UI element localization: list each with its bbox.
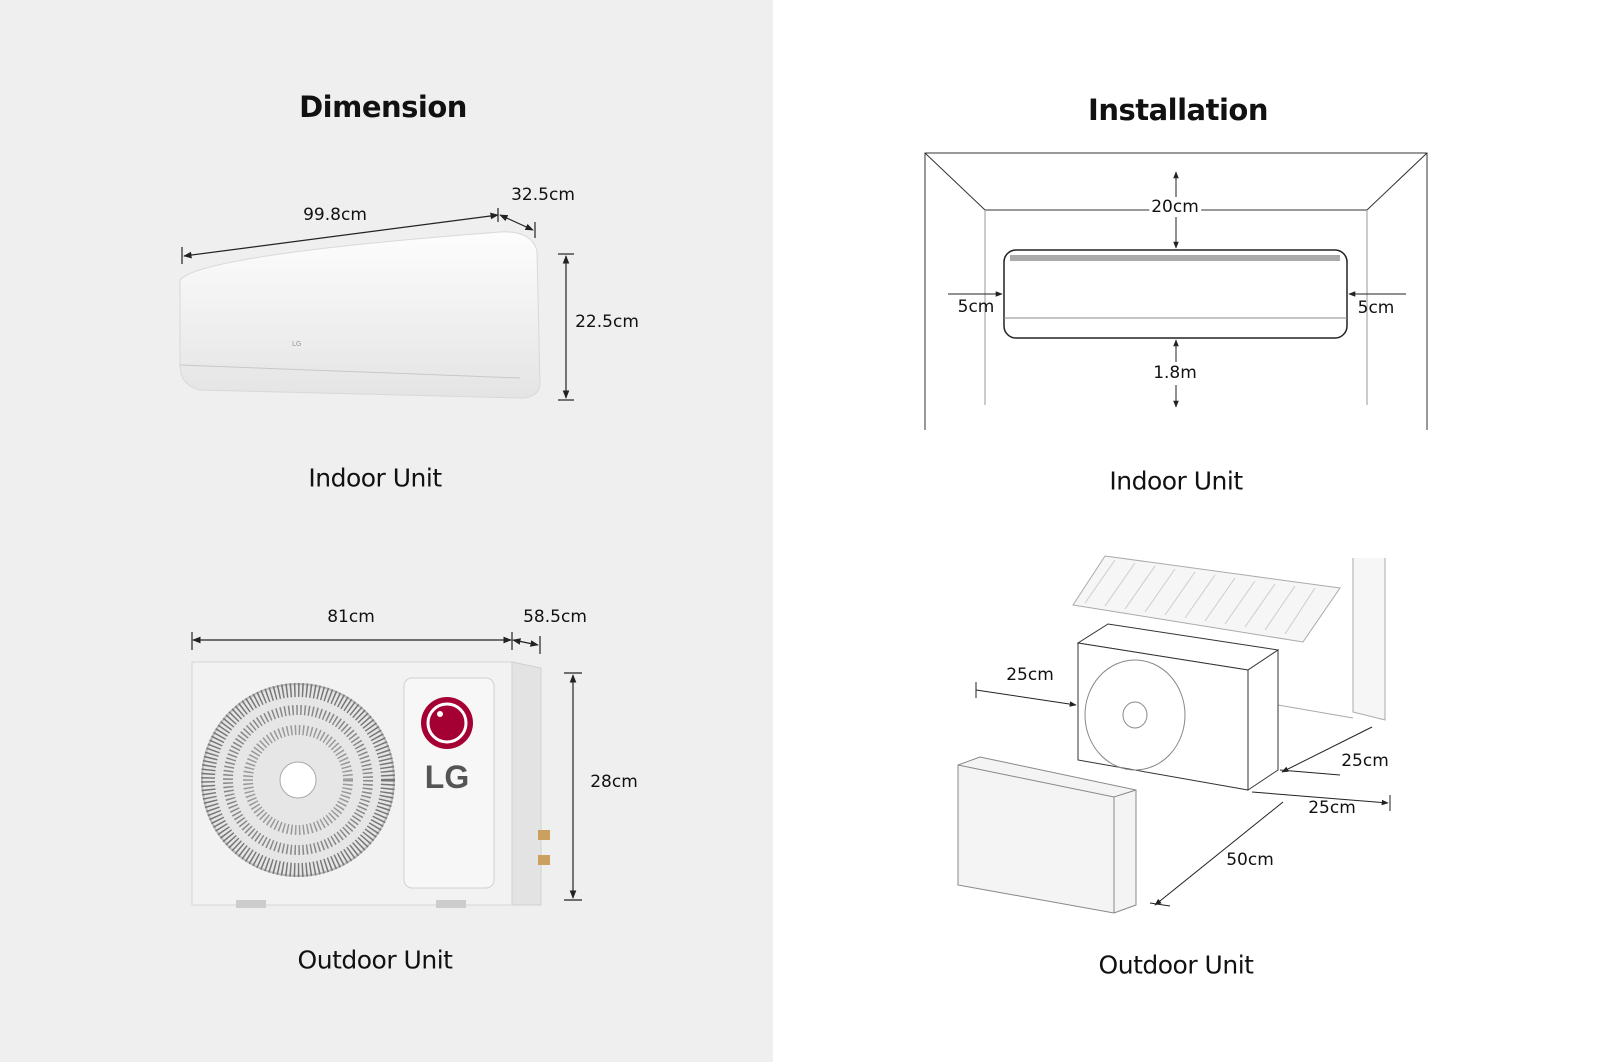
top-clearance-label: 20cm bbox=[1149, 197, 1201, 217]
outdoor-unit-illustration: LG bbox=[191, 661, 550, 908]
outdoor-side-clearance-label: 25cm bbox=[1006, 665, 1054, 685]
installation-indoor-caption: Indoor Unit bbox=[1109, 466, 1243, 496]
installation-outdoor-diagram bbox=[957, 555, 1391, 914]
lg-logo: LG bbox=[421, 697, 473, 795]
installation-indoor-diagram bbox=[924, 152, 1428, 430]
outdoor-width-label: 81cm bbox=[327, 607, 375, 627]
indoor-depth-label: 32.5cm bbox=[511, 185, 575, 205]
dimension-indoor-caption: Indoor Unit bbox=[308, 463, 442, 493]
outdoor-dimension-lines bbox=[191, 632, 582, 901]
floor-height-label: 1.8m bbox=[1153, 363, 1197, 383]
dimension-title: Dimension bbox=[299, 90, 467, 124]
installation-title: Installation bbox=[1088, 93, 1268, 127]
outdoor-back-clearance-label: 25cm bbox=[1341, 751, 1389, 771]
left-clearance-label: 5cm bbox=[957, 297, 995, 317]
indoor-unit-illustration: LG bbox=[179, 231, 541, 399]
right-clearance-label: 5cm bbox=[1357, 298, 1395, 318]
indoor-width-label: 99.8cm bbox=[303, 205, 367, 225]
indoor-dimension-lines bbox=[181, 208, 574, 401]
installation-outdoor-caption: Outdoor Unit bbox=[1098, 950, 1254, 980]
dimension-outdoor-caption: Outdoor Unit bbox=[297, 945, 453, 975]
outdoor-depth-label: 58.5cm bbox=[523, 607, 587, 627]
outdoor-right-clearance-label: 25cm bbox=[1308, 798, 1356, 818]
outdoor-height-label: 28cm bbox=[590, 772, 638, 792]
outdoor-front-clearance-label: 50cm bbox=[1226, 850, 1274, 870]
svg-text:LG: LG bbox=[425, 759, 469, 795]
svg-text:LG: LG bbox=[292, 340, 301, 348]
indoor-height-label: 22.5cm bbox=[575, 312, 639, 332]
